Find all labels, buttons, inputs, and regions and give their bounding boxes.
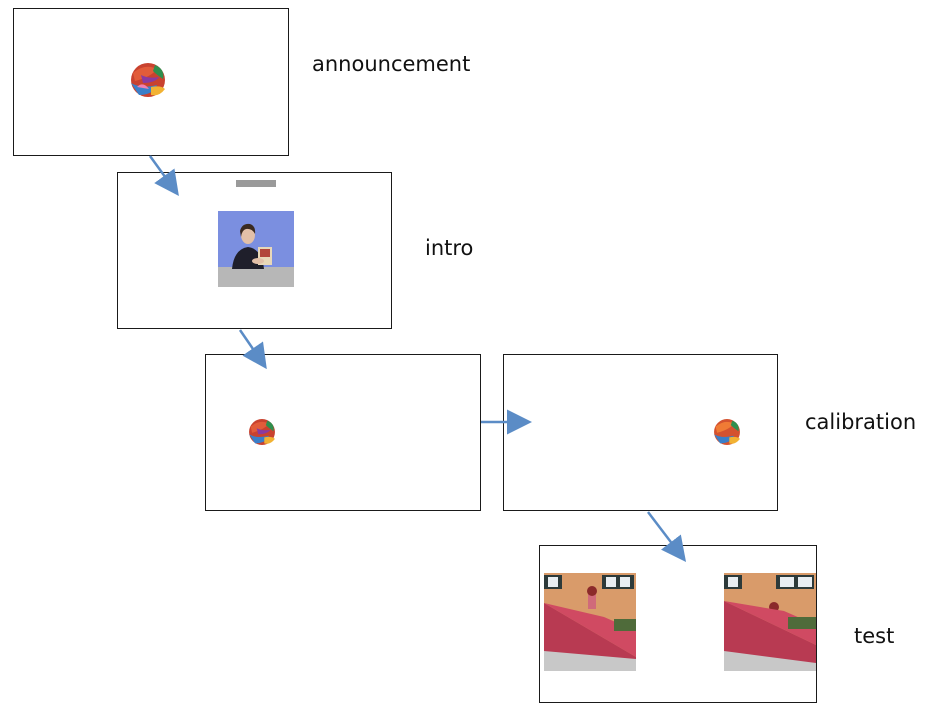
colorful-blob-icon: [131, 63, 165, 97]
stage-label-intro: intro: [425, 236, 474, 260]
calibration-frame-right: [503, 354, 778, 511]
roof-scene-photo: [724, 573, 816, 671]
intro-frame: [117, 172, 392, 329]
person-photo: [218, 211, 294, 287]
announcement-frame: [13, 8, 289, 156]
test-frame: [539, 545, 817, 703]
arrow-icon: [238, 329, 267, 370]
calibration-frame-left: [205, 354, 481, 511]
stage-label-announcement: announcement: [312, 52, 471, 76]
stage-label-test: test: [854, 624, 895, 648]
arrow-icon: [148, 155, 179, 197]
colorful-blob-icon: [714, 419, 740, 445]
stage-label-calibration: calibration: [805, 410, 917, 434]
arrow-icon: [647, 511, 687, 562]
colorful-blob-icon: [249, 419, 275, 445]
intro-top-bar: [236, 180, 276, 187]
roof-scene-photo: [544, 573, 636, 671]
